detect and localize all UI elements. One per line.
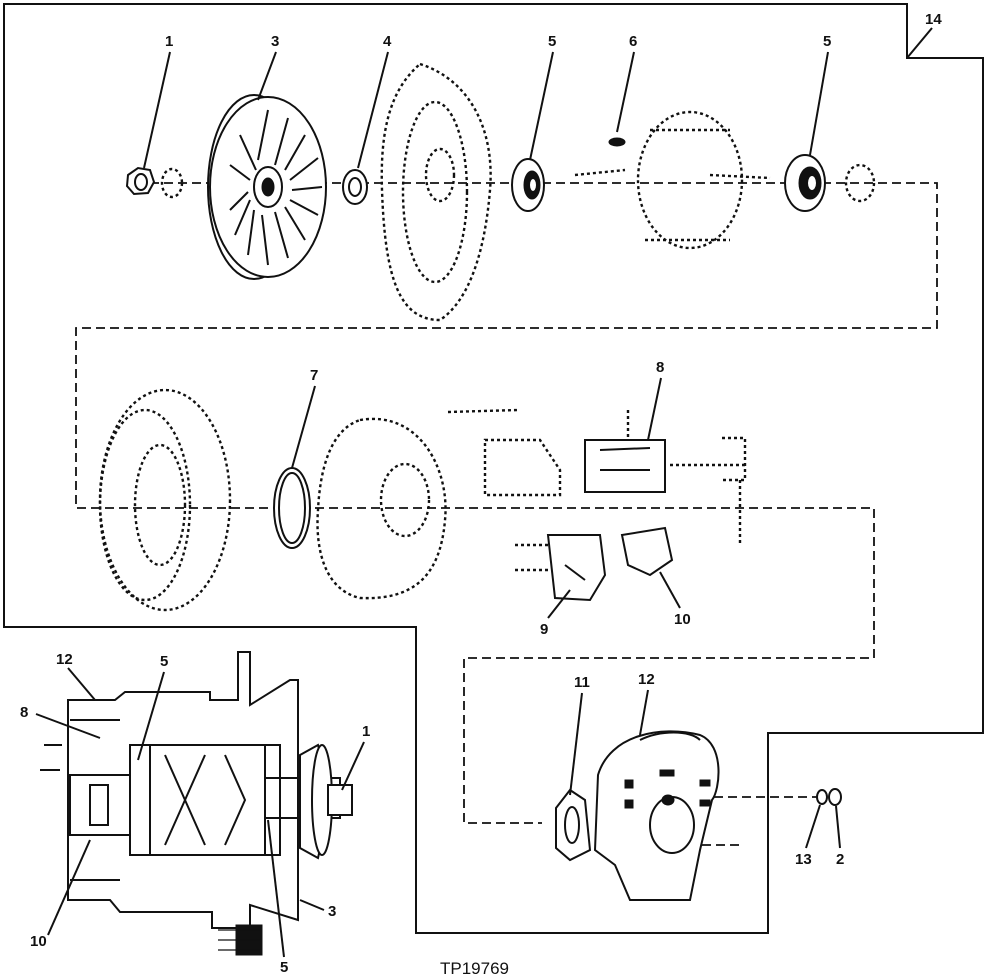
- brush-holder-part: [584, 410, 745, 493]
- fan-blades: [229, 109, 323, 266]
- callout-9: 9: [540, 589, 571, 638]
- callout-12-left: 12: [56, 651, 96, 701]
- callout-label: 3: [328, 903, 336, 920]
- callout-1-assembled: 1: [341, 723, 370, 791]
- nut-small-part: [828, 788, 842, 806]
- leader-14: [906, 27, 933, 59]
- callout-12-right: 12: [638, 671, 655, 736]
- callout-label: 11: [574, 674, 590, 691]
- front-housing-part: [380, 62, 492, 322]
- callout-8-left: 8: [20, 704, 101, 739]
- o-ring-part: [273, 467, 311, 549]
- key-part: [608, 137, 626, 147]
- callout-label: 7: [310, 367, 318, 384]
- terminal-part: [620, 526, 674, 577]
- lock-washer-part: [160, 167, 184, 199]
- callout-label: 12: [638, 671, 655, 688]
- fan-part: [207, 94, 327, 280]
- callout-5-assembled-top: 5: [137, 653, 168, 761]
- callout-label: 4: [383, 33, 392, 50]
- callout-label: 12: [56, 651, 73, 668]
- callout-label: 10: [30, 933, 47, 950]
- callout-4: 4: [357, 33, 392, 169]
- callout-label: 5: [823, 33, 831, 50]
- callout-label: 6: [629, 33, 637, 50]
- gasket-part: [555, 788, 592, 862]
- callout-label: 9: [540, 621, 548, 638]
- callout-13: 13: [795, 804, 821, 868]
- callout-2: 2: [835, 805, 844, 868]
- callout-label: 2: [836, 851, 844, 868]
- rear-housing-part: [316, 417, 447, 600]
- assembly-path: [75, 182, 938, 824]
- callout-label: 5: [548, 33, 556, 50]
- stator-part: [98, 388, 232, 612]
- bearing-rear-part: [784, 154, 826, 212]
- callout-label: 10: [674, 611, 691, 628]
- callout-10-assembled: 10: [30, 839, 91, 950]
- end-cover-part: [593, 730, 720, 901]
- assembly-boundary-outline: [3, 3, 984, 934]
- rectifier-part: [447, 408, 562, 497]
- rotor-part: [574, 110, 771, 250]
- callout-3-top: 3: [257, 33, 279, 101]
- callout-label: 8: [656, 359, 664, 376]
- callout-label: 5: [160, 653, 168, 670]
- callout-10-top: 10: [659, 571, 691, 628]
- washer-part: [816, 789, 828, 805]
- callout-8-top: 8: [647, 359, 664, 441]
- callout-5-front: 5: [529, 33, 556, 161]
- callout-label: 14: [925, 11, 942, 28]
- callout-5-rear: 5: [809, 33, 831, 156]
- callout-label: 3: [271, 33, 279, 50]
- callout-14: 14: [925, 11, 942, 28]
- side-bracket-part: [722, 436, 747, 545]
- figure-id-label: TP19769: [440, 959, 509, 976]
- spacer-part: [342, 169, 368, 205]
- callout-label: 1: [165, 33, 173, 50]
- callout-label: 5: [280, 959, 288, 976]
- bearing-front-part: [511, 158, 545, 212]
- callout-label: 13: [795, 851, 812, 868]
- callout-6: 6: [616, 33, 637, 133]
- callout-7: 7: [291, 367, 318, 469]
- callout-label: 8: [20, 704, 28, 721]
- callout-label: 1: [362, 723, 370, 740]
- callout-5-assembled-bottom: 5: [267, 819, 288, 976]
- callout-3-assembled: 3: [299, 899, 336, 920]
- assembled-alternator-view: [40, 651, 353, 956]
- callout-1-top: 1: [143, 33, 173, 169]
- regulator-bracket-part: [515, 534, 607, 602]
- nut-part: [125, 166, 156, 196]
- collar-part: [844, 163, 876, 203]
- callout-11: 11: [569, 674, 590, 796]
